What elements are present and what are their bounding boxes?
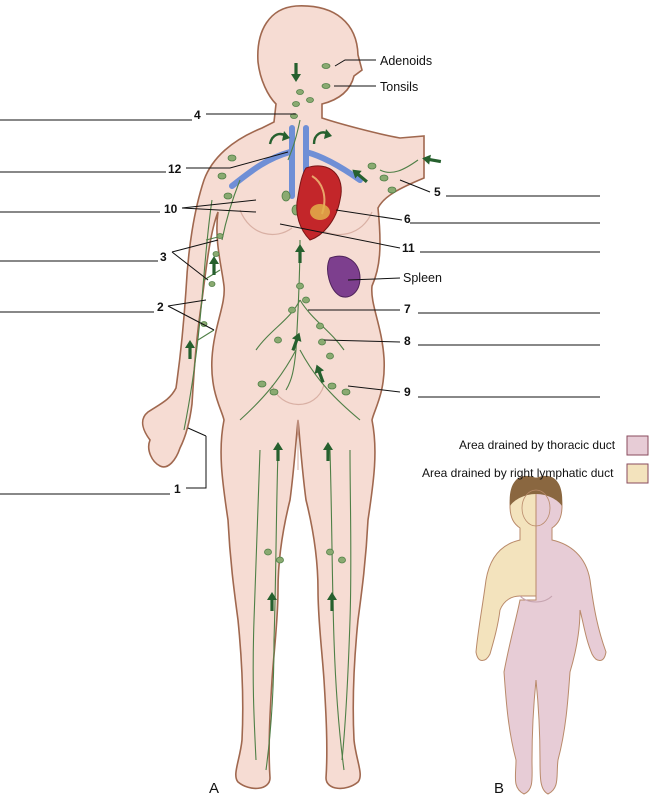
right-lymphatic-duct-swatch	[626, 463, 649, 484]
label-spleen: Spleen	[403, 271, 442, 285]
label-number-5: 5	[434, 185, 441, 199]
right-lymphatic-drained-area	[475, 477, 537, 661]
label-number-8: 8	[404, 334, 411, 348]
lymph-nodes	[200, 63, 397, 564]
label-adenoids: Adenoids	[380, 54, 433, 68]
body-figure	[141, 5, 425, 790]
panel-label-b: B	[494, 780, 505, 797]
label-number-9: 9	[404, 385, 411, 399]
label-tonsils: Tonsils	[380, 80, 419, 94]
label-number-2: 2	[157, 300, 164, 314]
panel-label-a: A	[209, 780, 220, 797]
thoracic-duct-swatch	[626, 435, 649, 456]
label-number-4: 4	[194, 108, 201, 122]
label-number-1: 1	[174, 482, 181, 496]
label-number-3: 3	[160, 250, 167, 264]
label-number-7: 7	[404, 302, 411, 316]
legend-thoracic-duct-text: Area drained by thoracic duct	[459, 438, 616, 452]
label-number-12: 12	[168, 162, 182, 176]
leader-lines	[0, 59, 600, 495]
drainage-figure	[475, 475, 607, 795]
thoracic-drained-area	[503, 477, 607, 795]
body-silhouette	[141, 5, 425, 790]
heart	[296, 165, 342, 241]
spleen	[327, 255, 361, 298]
label-number-10: 10	[164, 202, 178, 216]
flow-arrows	[183, 61, 444, 613]
label-number-11: 11	[402, 241, 415, 255]
label-number-6: 6	[404, 212, 411, 226]
legend-right-lymphatic-duct-text: Area drained by right lymphatic duct	[422, 466, 614, 480]
